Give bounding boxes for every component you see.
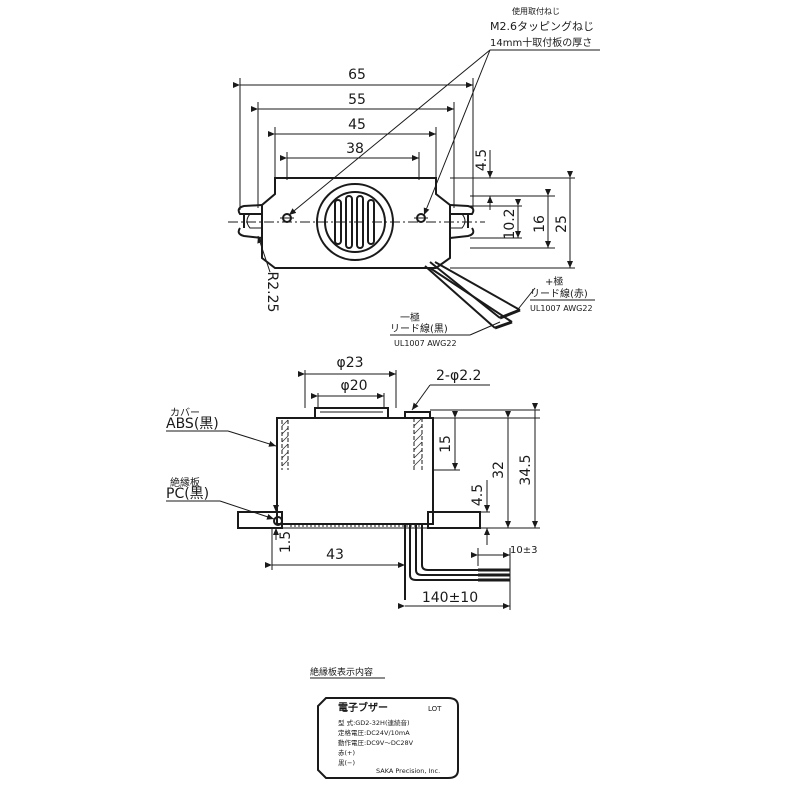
dim-55: 55: [348, 92, 366, 108]
base-plate-right: [427, 511, 481, 529]
label-row3: 動作電圧:DC9V～DC28V: [338, 738, 414, 747]
dim-45: 45: [348, 117, 366, 133]
plus-lead-line2: リード線(赤): [530, 287, 588, 300]
buzzer-cover-side: [276, 417, 434, 525]
label-row1: 型 式:GD2-32H(連続音): [338, 718, 410, 727]
label-row5: 黒(−): [338, 759, 355, 767]
screw-note-line3: 14mm十取付板の厚さ: [490, 36, 592, 49]
dim-1-5: 1.5: [278, 531, 294, 553]
minus-lead-line3: UL1007 AWG22: [394, 339, 457, 348]
top-view: 65 55 45 38: [228, 6, 600, 348]
hatch-left: [281, 419, 289, 467]
mount-tab-left: [237, 204, 263, 239]
plate-line2: PC(黒): [166, 486, 209, 502]
label-heading: 絶縁板表示内容: [310, 666, 373, 678]
plate-line1: 絶縁板: [170, 476, 200, 489]
dim-32: 32: [491, 461, 507, 479]
label-title: 電子ブザー: [338, 701, 388, 714]
dim-65: 65: [348, 67, 366, 83]
label-lot: LOT: [428, 705, 442, 713]
label-row2: 定格電圧:DC24V/10mA: [338, 728, 410, 737]
dim-phi20: φ20: [340, 378, 367, 394]
dim-25: 25: [554, 215, 570, 233]
screw-note-line1: 使用取付ねじ: [512, 6, 560, 16]
plus-lead-line1: +極: [545, 275, 563, 288]
dim-34-5: 34.5: [518, 454, 534, 485]
label-plate-outline: [317, 697, 459, 779]
dim-38: 38: [346, 141, 364, 157]
dim-43: 43: [326, 547, 344, 563]
dim-2-phi2-2: 2-φ2.2: [436, 368, 481, 384]
dim-10: 10±3: [510, 545, 537, 556]
dim-phi23: φ23: [336, 355, 363, 371]
lead-wires-side: [404, 524, 510, 600]
screw-note-line2: M2.6タッピングねじ: [490, 19, 594, 33]
cover-line2: ABS(黒): [166, 416, 219, 432]
dim-140: 140±10: [422, 590, 478, 606]
dim-4-5-top: 4.5: [474, 149, 490, 171]
minus-lead-line2: リード線(黒): [390, 322, 448, 335]
mount-tab-right: [449, 204, 475, 239]
dim-10-2: 10.2: [502, 208, 518, 239]
hatch-right: [413, 417, 423, 467]
lead-wires-top: [424, 261, 521, 330]
label-row4: 赤(+): [338, 749, 355, 757]
dim-r2-25: R2.25: [264, 272, 280, 313]
cover-line1: カバー: [170, 407, 200, 419]
label-maker: SAKA Precision, Inc.: [376, 767, 440, 775]
sound-port-boss: [314, 407, 389, 418]
label-plate: 絶縁板表示内容 電子ブザー LOT 型 式:GD2-32H(連続音) 定格電圧:…: [310, 666, 459, 779]
dim-16: 16: [532, 215, 548, 233]
dim-4-5-side: 4.5: [470, 484, 486, 506]
dim-15: 15: [438, 435, 454, 453]
minus-lead-line1: 一極: [400, 311, 420, 324]
plus-lead-line3: UL1007 AWG22: [530, 304, 593, 313]
mount-ear-side: [404, 411, 431, 418]
side-view: φ23 φ20 2-φ2.2: [166, 355, 540, 610]
